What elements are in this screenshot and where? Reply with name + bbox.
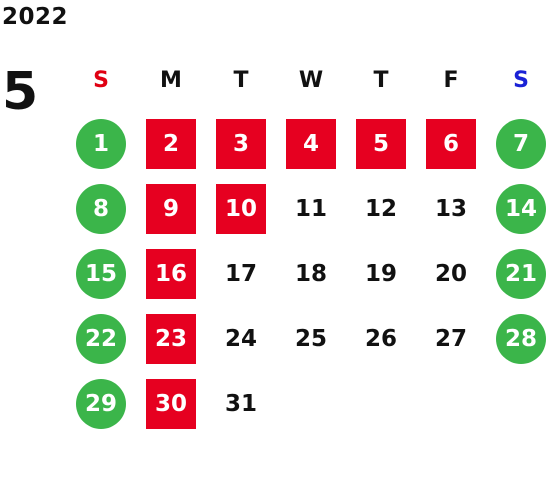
day-number: 6 [426, 119, 476, 169]
day-number: 24 [224, 326, 257, 352]
day-number: 28 [496, 314, 546, 364]
day-cell[interactable]: 14 [487, 177, 548, 241]
day-cell[interactable]: 12 [347, 177, 415, 241]
day-cell [417, 372, 485, 436]
day-cell[interactable]: 22 [67, 307, 135, 371]
day-number: 2 [146, 119, 196, 169]
weekday-header: S [513, 67, 529, 93]
day-cell[interactable]: 8 [67, 177, 135, 241]
day-number: 12 [364, 196, 397, 222]
day-cell[interactable]: 26 [347, 307, 415, 371]
day-cell[interactable]: 2 [137, 112, 205, 176]
day-cell[interactable]: 17 [207, 242, 275, 306]
day-cell[interactable]: 18 [277, 242, 345, 306]
day-number: 17 [224, 261, 257, 287]
day-cell[interactable]: 4 [277, 112, 345, 176]
weekday-header: T [233, 67, 249, 93]
weekday-header: M [160, 67, 182, 93]
day-cell[interactable]: 30 [137, 372, 205, 436]
day-cell[interactable]: 1 [67, 112, 135, 176]
day-cell[interactable]: 23 [137, 307, 205, 371]
day-cell [347, 372, 415, 436]
day-cell[interactable]: 25 [277, 307, 345, 371]
day-cell[interactable]: 13 [417, 177, 485, 241]
day-number: 20 [434, 261, 467, 287]
day-cell[interactable]: 21 [487, 242, 548, 306]
day-number: 14 [496, 184, 546, 234]
day-number: 9 [146, 184, 196, 234]
day-cell[interactable]: 28 [487, 307, 548, 371]
day-number: 3 [216, 119, 266, 169]
day-cell[interactable]: 3 [207, 112, 275, 176]
day-number: 19 [364, 261, 397, 287]
calendar-month: 5 [2, 62, 39, 122]
day-cell[interactable]: 5 [347, 112, 415, 176]
day-number: 11 [294, 196, 327, 222]
day-number: 15 [76, 249, 126, 299]
day-number: 23 [146, 314, 196, 364]
day-cell[interactable]: 6 [417, 112, 485, 176]
day-cell [277, 372, 345, 436]
day-number: 16 [146, 249, 196, 299]
day-cell[interactable]: 11 [277, 177, 345, 241]
day-cell[interactable]: 19 [347, 242, 415, 306]
day-number: 22 [76, 314, 126, 364]
day-cell[interactable]: 16 [137, 242, 205, 306]
day-number: 31 [224, 391, 257, 417]
day-cell[interactable]: 24 [207, 307, 275, 371]
day-cell [487, 372, 548, 436]
day-cell[interactable]: 15 [67, 242, 135, 306]
weekday-header: W [298, 67, 324, 93]
day-number: 21 [496, 249, 546, 299]
day-number: 4 [286, 119, 336, 169]
day-number: 29 [76, 379, 126, 429]
day-number: 13 [434, 196, 467, 222]
day-cell[interactable]: 31 [207, 372, 275, 436]
day-cell[interactable]: 9 [137, 177, 205, 241]
day-cell[interactable]: 10 [207, 177, 275, 241]
calendar-year: 2022 [2, 4, 69, 30]
day-number: 27 [434, 326, 467, 352]
weekday-header: S [93, 67, 109, 93]
weekday-header: F [443, 67, 459, 93]
day-number: 1 [76, 119, 126, 169]
weekday-header: T [373, 67, 389, 93]
day-cell[interactable]: 7 [487, 112, 548, 176]
day-number: 26 [364, 326, 397, 352]
day-number: 7 [496, 119, 546, 169]
day-number: 25 [294, 326, 327, 352]
day-number: 10 [216, 184, 266, 234]
day-number: 18 [294, 261, 327, 287]
day-number: 5 [356, 119, 406, 169]
day-number: 8 [76, 184, 126, 234]
day-number: 30 [146, 379, 196, 429]
day-cell[interactable]: 20 [417, 242, 485, 306]
day-cell[interactable]: 27 [417, 307, 485, 371]
day-cell[interactable]: 29 [67, 372, 135, 436]
